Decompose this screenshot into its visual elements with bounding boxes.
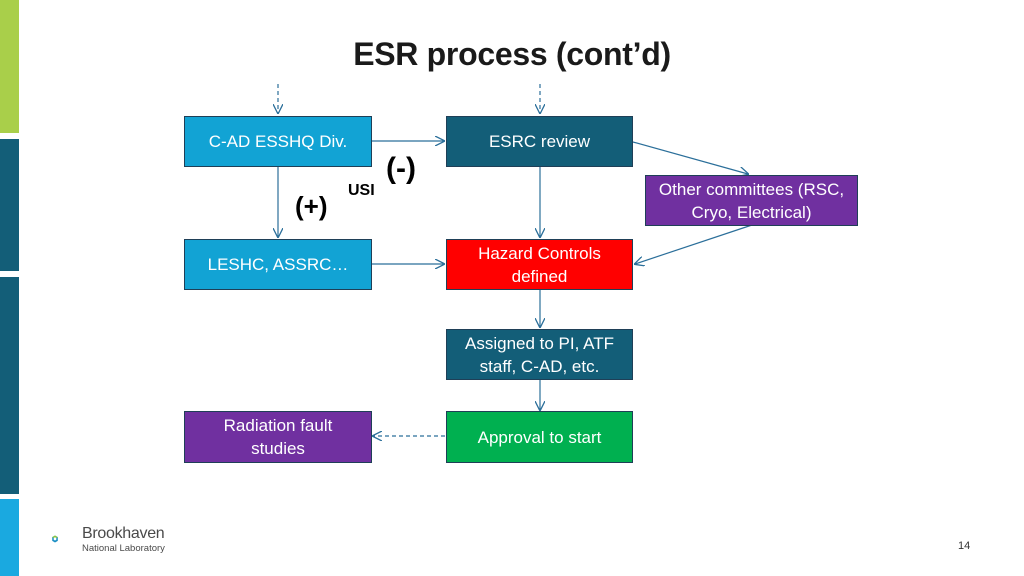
label-usi: USI: [348, 182, 375, 199]
box-other-committees: Other committees (RSC, Cryo, Electrical): [645, 175, 858, 226]
box-esrc-review: ESRC review: [446, 116, 633, 167]
arrow-other-to-hazard: [635, 224, 753, 264]
side-bar-cyan: [0, 499, 19, 576]
page-title: ESR process (cont’d): [353, 36, 671, 72]
label-plus: (+): [295, 191, 328, 221]
side-bar-dark-teal-1: [0, 139, 19, 271]
box-radiation-fault: Radiation fault studies: [184, 411, 372, 463]
label-minus: (-): [386, 152, 416, 185]
side-bar-dark-teal-2: [0, 277, 19, 494]
box-leshc-assrc: LESHC, ASSRC…: [184, 239, 372, 290]
box-approval: Approval to start: [446, 411, 633, 463]
logo-name: Brookhaven: [82, 525, 165, 542]
box-hazard-controls: Hazard Controls defined: [446, 239, 633, 290]
arrow-esrc-to-other: [632, 141, 748, 174]
brookhaven-logo-icon: [52, 535, 58, 543]
page-number: 14: [958, 540, 971, 552]
box-assigned: Assigned to PI, ATF staff, C-AD, etc.: [446, 329, 633, 380]
box-cad-esshq: C-AD ESSHQ Div.: [184, 116, 372, 167]
side-bar-green: [0, 0, 19, 133]
logo-subtitle: National Laboratory: [82, 543, 165, 554]
